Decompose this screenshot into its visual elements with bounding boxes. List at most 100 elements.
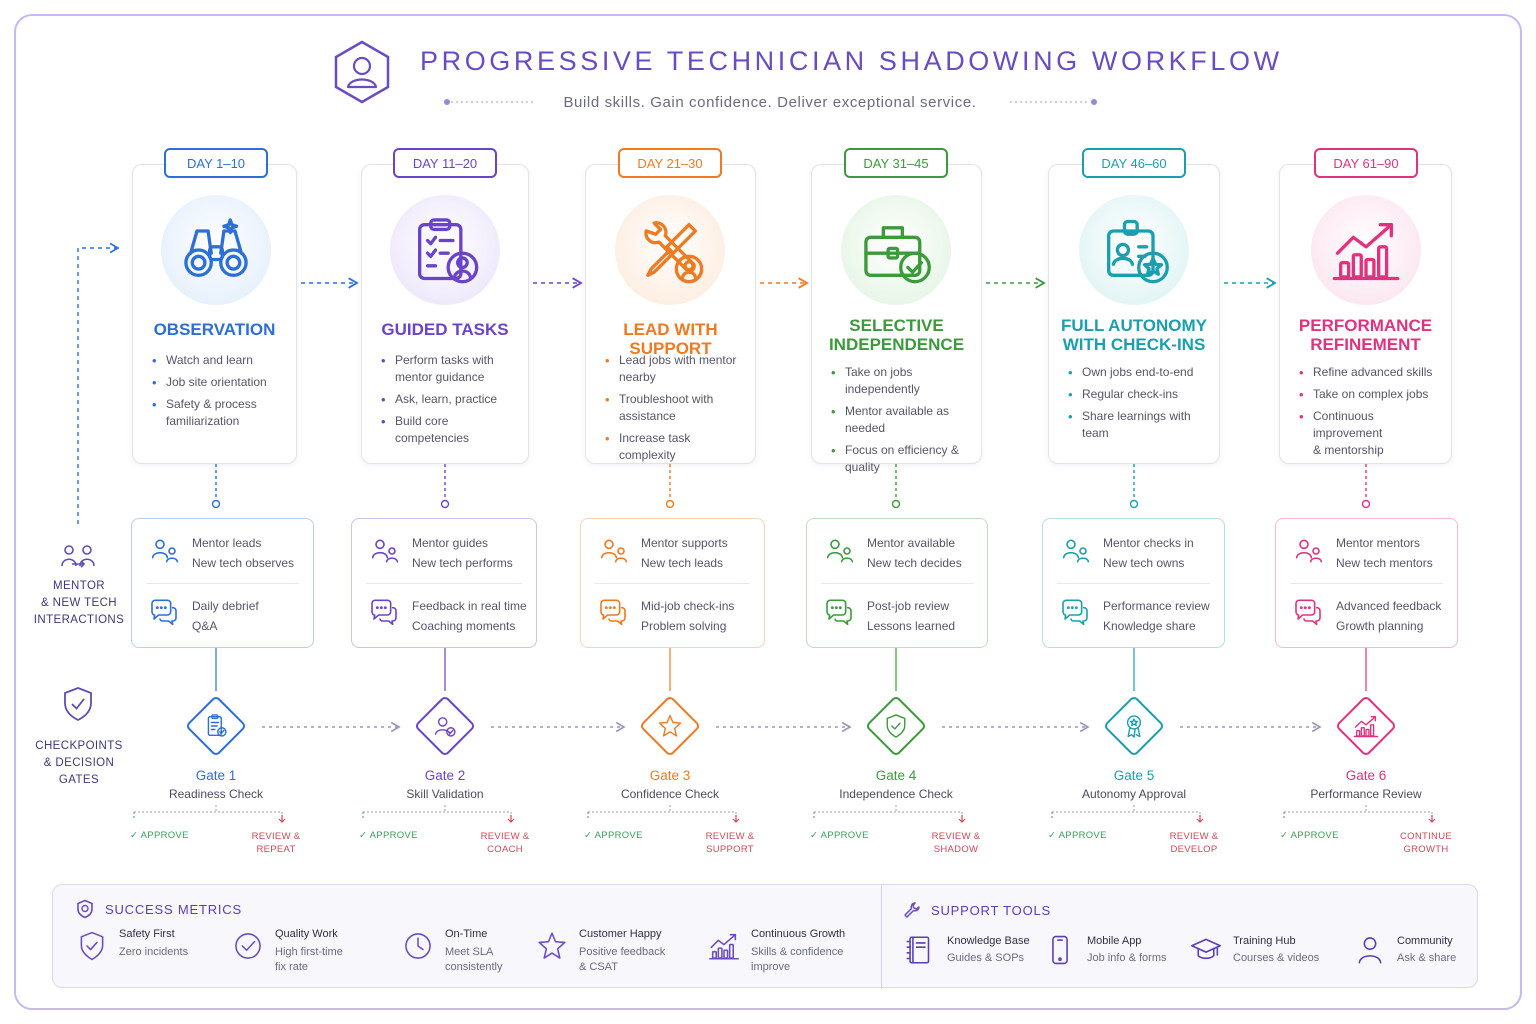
gate-review-line: SHADOW	[933, 844, 979, 855]
stage-bullet: Take on complex jobs	[1299, 386, 1446, 403]
page-subtitle: Build skills. Gain confidence. Deliver e…	[563, 94, 977, 111]
tool-icon	[903, 933, 937, 967]
bullet-text-line: Focus on efficiency &	[845, 443, 959, 457]
interaction-line: Mentor available	[867, 536, 956, 550]
decision-gate	[861, 691, 931, 761]
gate-approve-label[interactable]: ✓ APPROVE	[584, 830, 643, 841]
stage-title-line: INDEPENDENCE	[828, 335, 965, 354]
badge-star-icon	[1107, 219, 1169, 284]
interaction-line: Mentor guides	[412, 536, 489, 550]
mentor-pair-icon-wrap	[368, 535, 400, 567]
bullet-text-line: Own jobs end-to-end	[1082, 365, 1194, 379]
chart-growth-icon	[1353, 715, 1379, 738]
stage-bullets: Take on jobs independentlyMentor availab…	[831, 364, 976, 481]
gate-review-label[interactable]: REVIEW &SUPPORT	[690, 830, 770, 856]
day-range-pill: DAY 21–30	[618, 148, 722, 178]
bullet-text-line: Lead jobs with mentor	[619, 353, 737, 367]
gate-approve-label[interactable]: ✓ APPROVE	[810, 830, 869, 841]
day-range-pill: DAY 1–10	[164, 148, 268, 178]
stage-title: GUIDED TASKS	[361, 320, 529, 339]
clipboard-user-icon	[418, 218, 479, 284]
tool-line: Job info & forms	[1087, 952, 1167, 964]
gate-check: Readiness Check	[168, 787, 264, 801]
gates-label-line: CHECKPOINTS	[35, 740, 123, 752]
person-icon	[1358, 937, 1382, 964]
decision-gate	[1099, 691, 1169, 761]
metric-icon	[75, 929, 109, 963]
gate-review-line: CONTINUE	[1399, 831, 1452, 842]
binoculars-icon	[184, 218, 248, 277]
gate-review-label[interactable]: REVIEW &SHADOW	[916, 830, 996, 856]
chat-bubbles-icon-wrap	[368, 597, 400, 629]
chart-growth-icon	[709, 933, 739, 960]
gate-approve-label[interactable]: ✓ APPROVE	[130, 830, 189, 841]
bullet-text-line: & mentorship	[1313, 443, 1384, 457]
interactions-label-line: MENTOR	[52, 580, 106, 592]
metric-line: Skills & confidence	[751, 946, 844, 958]
bullet-text-line: nearby	[619, 370, 656, 384]
bullet-text-line: mentor guidance	[395, 370, 485, 384]
tool-head: Training Hub	[1233, 935, 1296, 947]
gate-review-label[interactable]: REVIEW &REPEAT	[236, 830, 316, 856]
interactions-section-label: MENTOR & NEW TECH INTERACTIONS	[24, 578, 134, 629]
gate-approve-label[interactable]: ✓ APPROVE	[359, 830, 418, 841]
gate-review-label[interactable]: REVIEW &DEVELOP	[1154, 830, 1234, 856]
day-range-pill: DAY 31–45	[844, 148, 948, 178]
gate-review-label[interactable]: REVIEW &COACH	[465, 830, 545, 856]
bullet-text-line: needed	[845, 421, 886, 435]
interaction-line: New tech observes	[192, 556, 295, 570]
gate-approve-label[interactable]: ✓ APPROVE	[1280, 830, 1339, 841]
tools-icon	[644, 221, 704, 284]
interaction-divider	[366, 583, 522, 584]
book-icon	[906, 936, 930, 964]
metric-line: Zero incidents	[119, 946, 189, 958]
tool-head: Mobile App	[1087, 935, 1142, 947]
metric-line: fix rate	[275, 961, 309, 973]
user-check-icon	[434, 717, 456, 737]
metric-line: & CSAT	[579, 961, 618, 973]
gate-review-line: REVIEW &	[251, 831, 301, 842]
interactions-section-icon	[60, 544, 98, 572]
mentor-pair-icon	[600, 539, 628, 563]
stage-icon-circle	[390, 195, 500, 305]
metric-head: On-Time	[445, 928, 488, 940]
interaction-line: Mentor leads	[192, 536, 262, 550]
bullet-text-line: familiarization	[166, 414, 240, 428]
clock-icon	[405, 933, 431, 959]
tool-head: Knowledge Base	[947, 935, 1030, 947]
gate-review-line: SUPPORT	[706, 844, 754, 855]
interaction-line: Q&A	[192, 619, 218, 633]
gate-check: Skill Validation	[406, 787, 484, 801]
stage-bullet: Take on jobs independently	[831, 364, 976, 398]
day-range-pill: DAY 61–90	[1314, 148, 1418, 178]
chat-bubbles-icon-wrap	[823, 597, 855, 629]
mentor-pair-icon-wrap	[1059, 535, 1091, 567]
stage-bullet: Job site orientation	[152, 374, 291, 391]
stage-icon-circle	[1079, 195, 1189, 305]
interactions-label-line: INTERACTIONS	[33, 614, 125, 626]
stage-bullet: Regular check-ins	[1068, 386, 1214, 403]
interaction-line: Coaching moments	[412, 619, 516, 633]
gate-approve-label[interactable]: ✓ APPROVE	[1048, 830, 1107, 841]
